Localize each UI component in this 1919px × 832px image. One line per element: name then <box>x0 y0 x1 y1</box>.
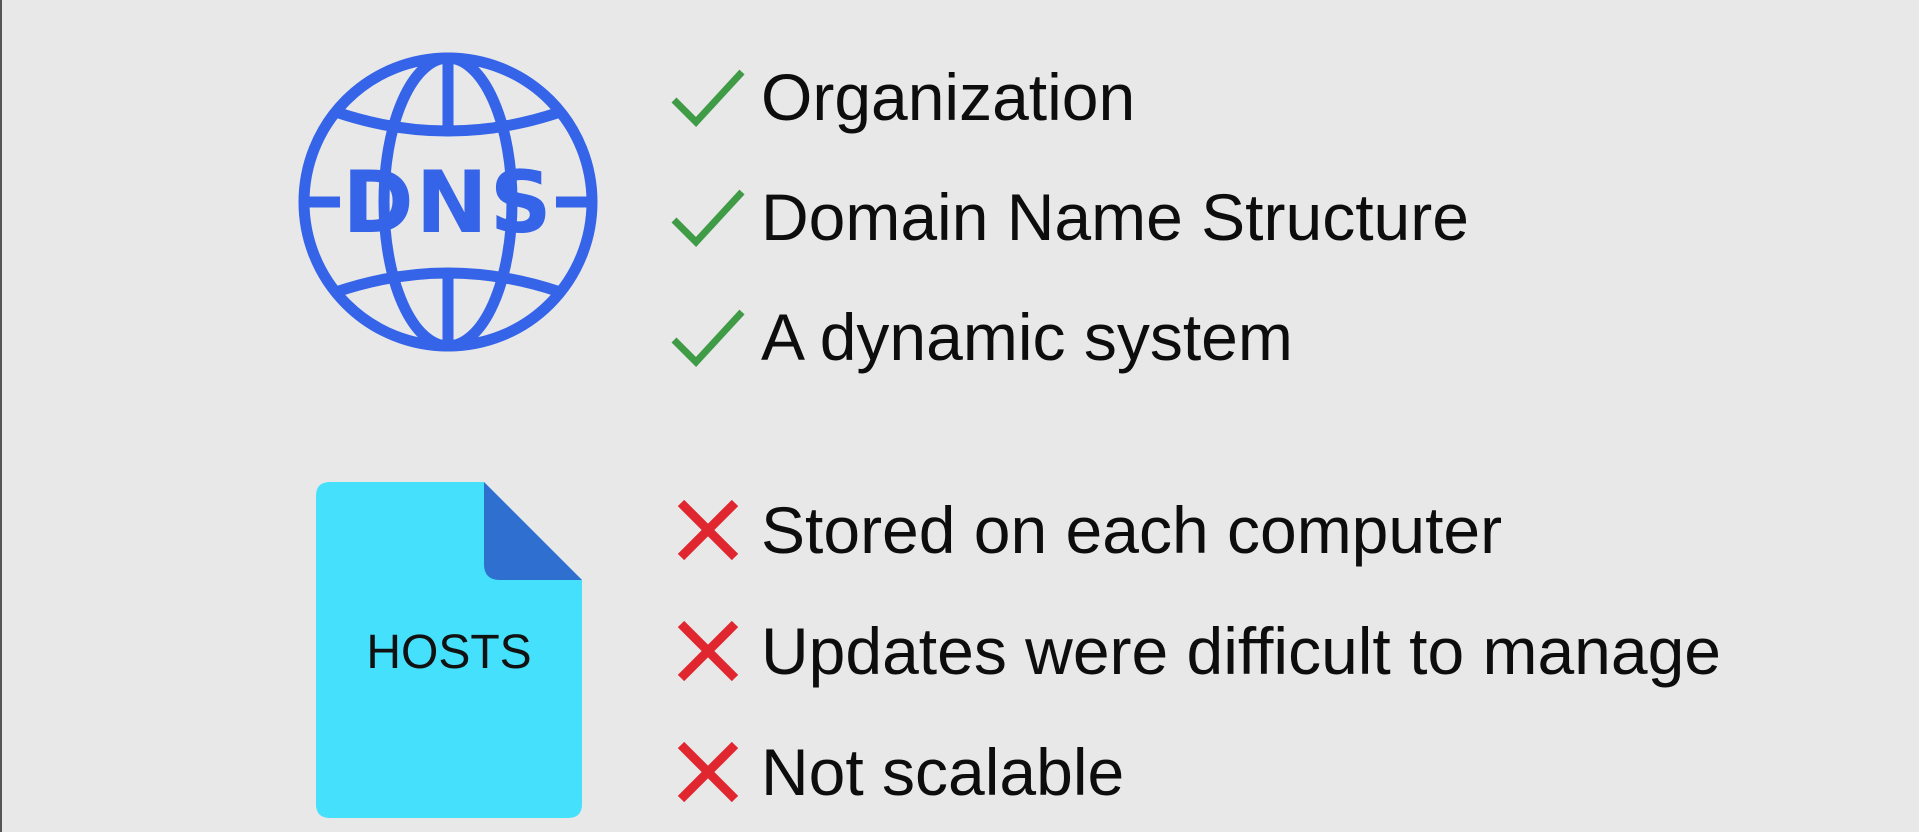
hosts-con-text: Stored on each computer <box>761 493 1503 567</box>
cross-icon <box>668 611 748 691</box>
dns-pro-text: Organization <box>761 60 1136 134</box>
hosts-con-item: Not scalable <box>668 727 1124 817</box>
check-icon <box>668 177 748 257</box>
hosts-file-icon <box>316 482 582 818</box>
dns-pro-item: Domain Name Structure <box>668 172 1469 262</box>
dns-pro-text: A dynamic system <box>761 300 1293 374</box>
cross-icon <box>668 732 748 812</box>
check-icon <box>668 297 748 377</box>
dns-pro-item: Organization <box>668 52 1135 142</box>
check-icon <box>668 57 748 137</box>
hosts-con-text: Not scalable <box>761 735 1125 809</box>
left-edge-border <box>0 0 2 832</box>
hosts-con-item: Stored on each computer <box>668 485 1502 575</box>
hosts-label: HOSTS <box>366 626 532 679</box>
hosts-con-text: Updates were difficult to manage <box>761 614 1721 688</box>
dns-pro-item: A dynamic system <box>668 292 1293 382</box>
hosts-con-item: Updates were difficult to manage <box>668 606 1721 696</box>
dns-label: DNS <box>342 153 553 253</box>
dns-globe-icon: DNS <box>298 52 598 352</box>
cross-icon <box>668 490 748 570</box>
dns-pro-text: Domain Name Structure <box>761 180 1469 254</box>
